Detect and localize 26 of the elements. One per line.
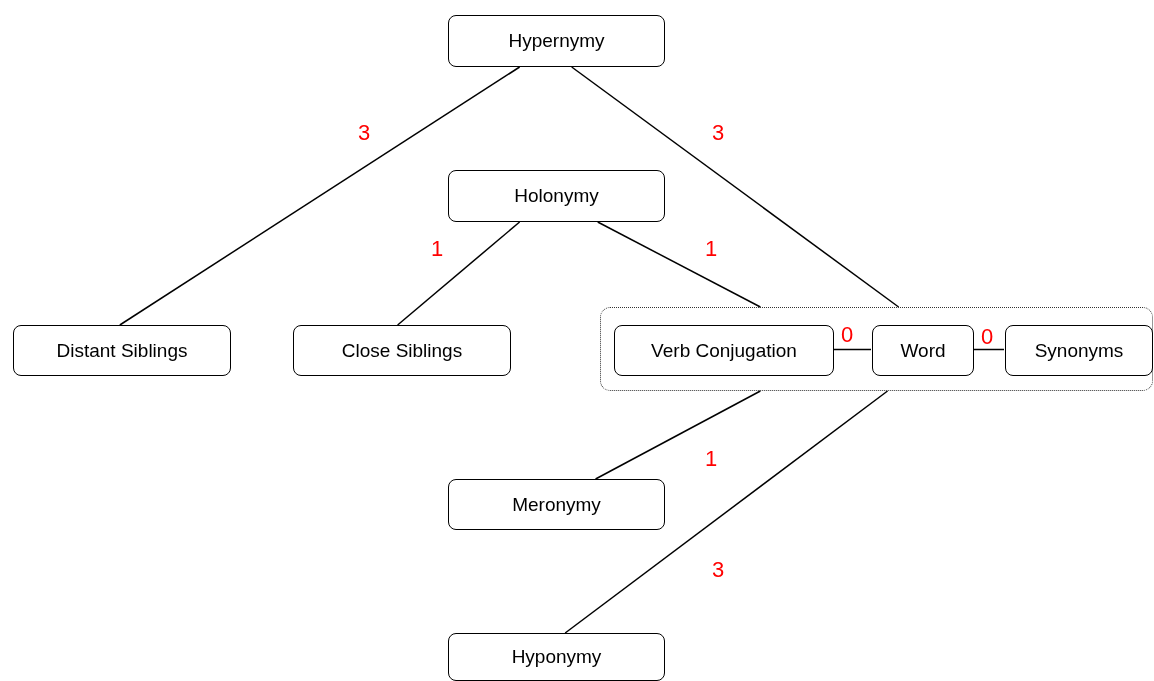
connector-line [832,348,872,351]
node-label: Verb Conjugation [651,339,797,362]
connector-line [119,66,521,326]
term-box [448,15,665,67]
connector-line [597,221,762,308]
node-label: Synonyms [1034,339,1124,362]
term-box [614,325,834,376]
connector-line [564,390,889,634]
node-label: Close Siblings [341,339,463,362]
term-box [1005,325,1153,376]
node-label: Word [900,339,946,362]
term-box [872,325,974,376]
node-label: Meronymy [512,493,601,516]
term-box [13,325,231,376]
term-box [448,479,665,530]
term-box [448,633,665,681]
connector-line [570,66,900,308]
connector-line [972,348,1005,351]
term-box [293,325,511,376]
node-label: Hypernymy [508,30,605,52]
connector-line [594,390,762,480]
connector-line [396,221,521,326]
node-label: Holonymy [514,185,599,207]
node-label: Distant Siblings [56,339,188,362]
node-label: Hyponymy [511,646,602,668]
term-box [448,170,665,222]
